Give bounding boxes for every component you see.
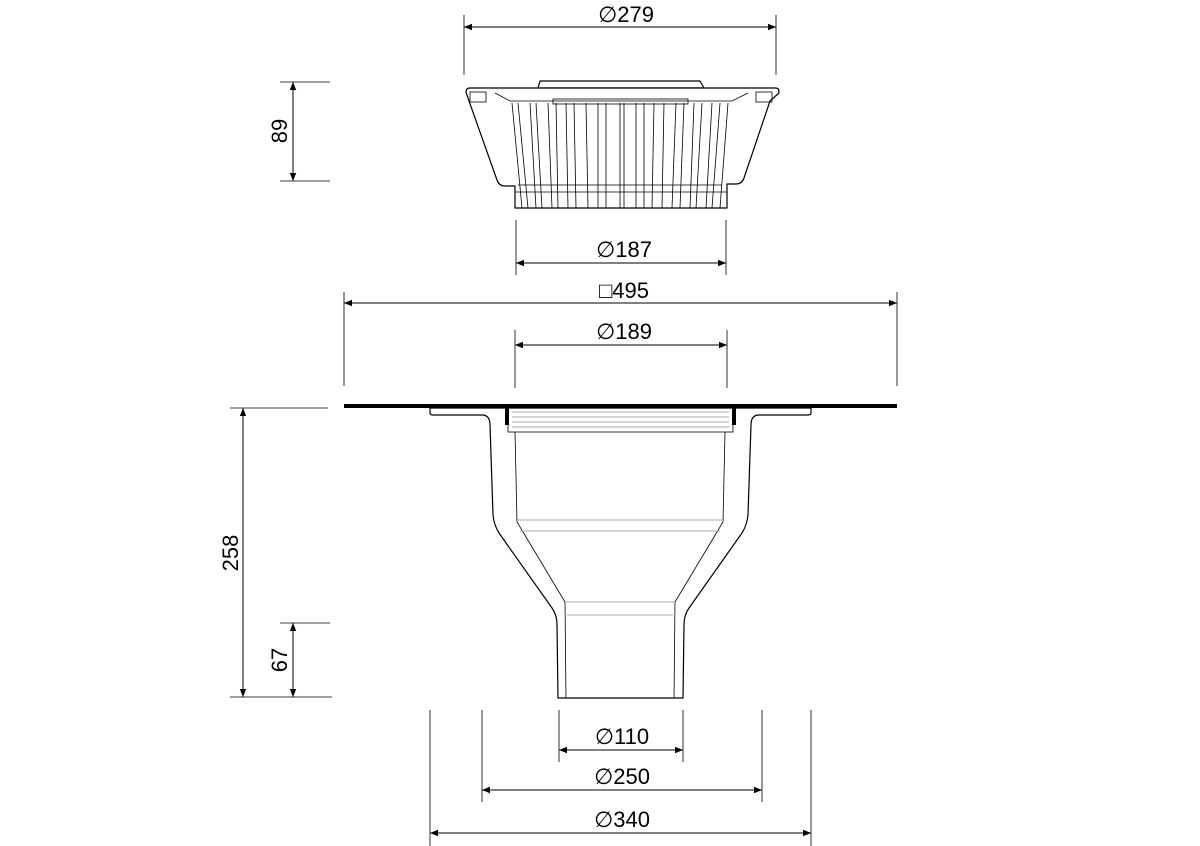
dimension-110: ∅110 bbox=[558, 710, 684, 762]
label-diameter-250: ∅250 bbox=[594, 764, 650, 789]
grate-ribs bbox=[511, 102, 729, 209]
dimension-279: ∅279 bbox=[463, 2, 777, 75]
label-diameter-340: ∅340 bbox=[594, 807, 650, 832]
label-diameter-189: ∅189 bbox=[596, 319, 652, 344]
label-height-89: 89 bbox=[267, 119, 292, 143]
drain-body-drawing bbox=[344, 404, 897, 699]
label-square-495: □495 bbox=[599, 278, 649, 303]
dimension-189: ∅189 bbox=[514, 319, 728, 388]
label-diameter-279: ∅279 bbox=[598, 2, 654, 27]
dimension-250: ∅250 bbox=[481, 710, 763, 802]
dimension-187: ∅187 bbox=[515, 220, 727, 275]
dimension-89: 89 bbox=[267, 81, 330, 182]
label-height-258: 258 bbox=[218, 535, 243, 572]
grate-drawing bbox=[465, 80, 780, 209]
dimension-258: 258 bbox=[218, 407, 332, 698]
dimension-340: ∅340 bbox=[429, 710, 812, 846]
dimension-67: 67 bbox=[267, 622, 330, 697]
label-diameter-187: ∅187 bbox=[596, 237, 652, 262]
dimension-495: □495 bbox=[343, 278, 898, 386]
label-length-67: 67 bbox=[267, 648, 292, 672]
label-diameter-110: ∅110 bbox=[595, 724, 649, 749]
